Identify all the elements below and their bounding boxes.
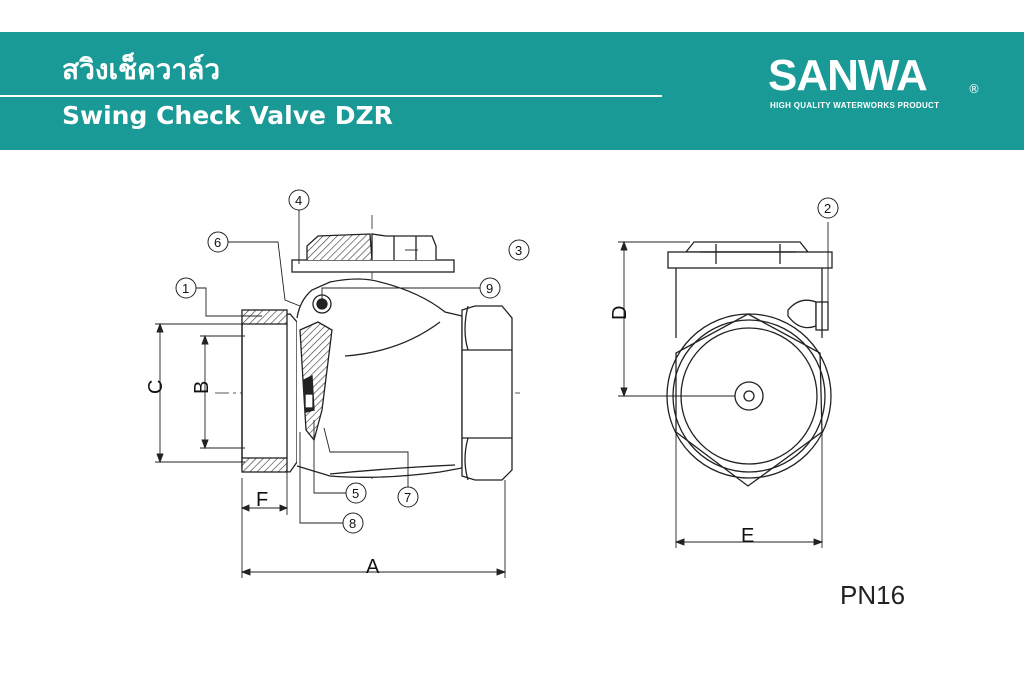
dimension-label-a: A bbox=[366, 556, 380, 578]
title-divider bbox=[0, 95, 662, 97]
logo-tagline: HIGH QUALITY WATERWORKS PRODUCT bbox=[770, 101, 940, 110]
callout-5: 5 bbox=[345, 482, 367, 504]
valve-technical-drawing: A F C B 1 2 3 4 5 6 7 8 9 bbox=[145, 189, 839, 578]
callout-8: 8 bbox=[342, 512, 364, 534]
callout-1: 1 bbox=[175, 277, 197, 299]
dimension-label-e: E bbox=[741, 525, 754, 547]
callout-9: 9 bbox=[479, 277, 501, 299]
callout-label-8: 8 bbox=[349, 516, 356, 531]
logo-wordmark: SANWA bbox=[768, 51, 928, 100]
registered-mark: ® bbox=[968, 82, 980, 96]
end-view bbox=[620, 222, 833, 487]
part-callouts: 1 2 3 4 5 6 7 8 9 bbox=[175, 189, 839, 534]
dimension-label-d: D bbox=[609, 306, 631, 320]
callout-label-1: 1 bbox=[182, 281, 189, 296]
callout-7: 7 bbox=[397, 486, 419, 508]
callout-2: 2 bbox=[817, 197, 839, 219]
dimension-label-b: B bbox=[191, 381, 213, 394]
side-section-view bbox=[215, 215, 520, 481]
pressure-rating: PN16 bbox=[840, 580, 906, 610]
callout-label-5: 5 bbox=[352, 486, 359, 501]
title-english: Swing Check Valve DZR bbox=[62, 101, 393, 130]
callout-label-9: 9 bbox=[486, 281, 493, 296]
callout-label-4: 4 bbox=[295, 193, 302, 208]
callout-6: 6 bbox=[207, 231, 229, 253]
dimension-label-c: C bbox=[145, 380, 167, 394]
callout-label-3: 3 bbox=[515, 243, 522, 258]
callout-label-6: 6 bbox=[214, 235, 221, 250]
callout-3: 3 bbox=[508, 239, 530, 261]
dimension-label-f: F bbox=[256, 489, 268, 511]
end-view-dimensions bbox=[618, 240, 824, 548]
sanwa-logo: SANWA ® HIGH QUALITY WATERWORKS PRODUCT bbox=[766, 52, 988, 116]
side-view-dimensions bbox=[155, 322, 507, 578]
header-banner bbox=[0, 32, 1024, 150]
callout-4: 4 bbox=[288, 189, 310, 211]
callout-label-7: 7 bbox=[404, 490, 411, 505]
callout-label-2: 2 bbox=[824, 201, 831, 216]
title-thai: สวิงเช็ควาล์ว bbox=[62, 53, 221, 86]
